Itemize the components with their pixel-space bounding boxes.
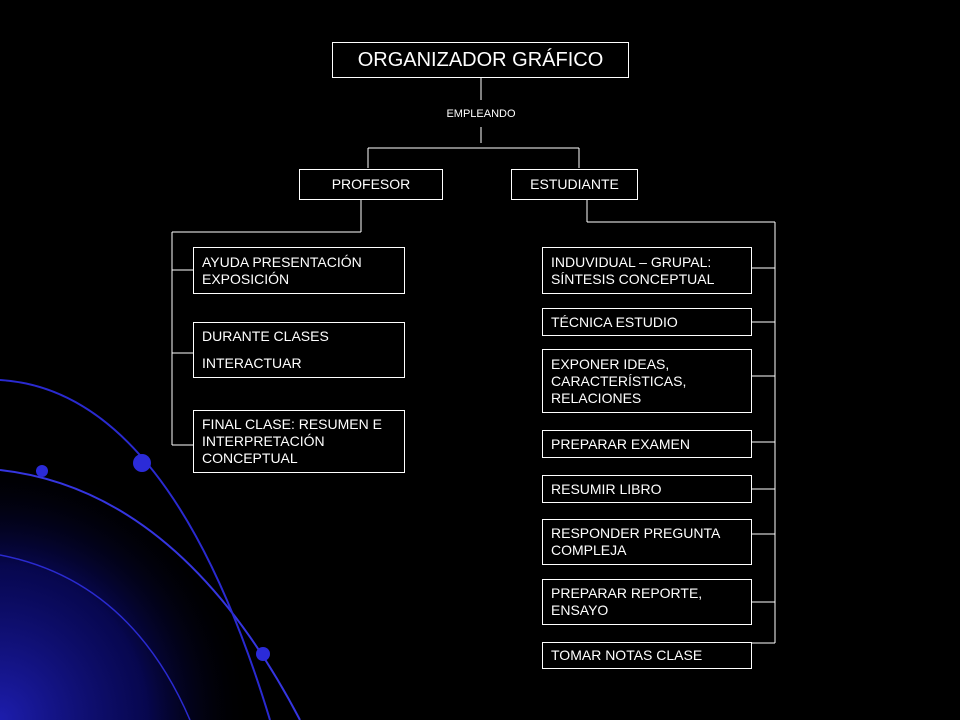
connector-label: EMPLEANDO — [446, 108, 516, 120]
profesor-item-line: INTERACTUAR — [202, 355, 302, 371]
decorative-arc — [0, 469, 301, 720]
estudiante-item: INDUVIDUAL – GRUPAL: SÍNTESIS CONCEPTUAL — [542, 247, 752, 294]
decorative-dot — [256, 647, 270, 661]
profesor-item-line: DURANTE CLASES — [202, 328, 329, 344]
profesor-item: AYUDA PRESENTACIÓN EXPOSICIÓN — [193, 247, 405, 294]
estudiante-item: TOMAR NOTAS CLASE — [542, 642, 752, 669]
decorative-dot — [36, 465, 48, 477]
estudiante-item: PREPARAR REPORTE, ENSAYO — [542, 579, 752, 625]
decorative-arc — [0, 379, 271, 720]
decorative-dot — [133, 454, 151, 472]
profesor-item: DURANTE CLASES INTERACTUAR — [193, 322, 405, 378]
estudiante-item: TÉCNICA ESTUDIO — [542, 308, 752, 336]
decorative-arc — [0, 554, 191, 720]
estudiante-item: EXPONER IDEAS, CARACTERÍSTICAS, RELACION… — [542, 349, 752, 413]
estudiante-item: PREPARAR EXAMEN — [542, 430, 752, 458]
profesor-box: PROFESOR — [299, 169, 443, 200]
estudiante-item: RESPONDER PREGUNTA COMPLEJA — [542, 519, 752, 565]
profesor-label: PROFESOR — [331, 176, 411, 192]
estudiante-item: RESUMIR LIBRO — [542, 475, 752, 503]
title-box: ORGANIZADOR GRÁFICO — [332, 42, 629, 78]
diagram-title: ORGANIZADOR GRÁFICO — [357, 49, 604, 71]
estudiante-box: ESTUDIANTE — [511, 169, 638, 200]
estudiante-label: ESTUDIANTE — [530, 176, 619, 192]
profesor-item: FINAL CLASE: RESUMEN E INTERPRETACIÓN CO… — [193, 410, 405, 473]
